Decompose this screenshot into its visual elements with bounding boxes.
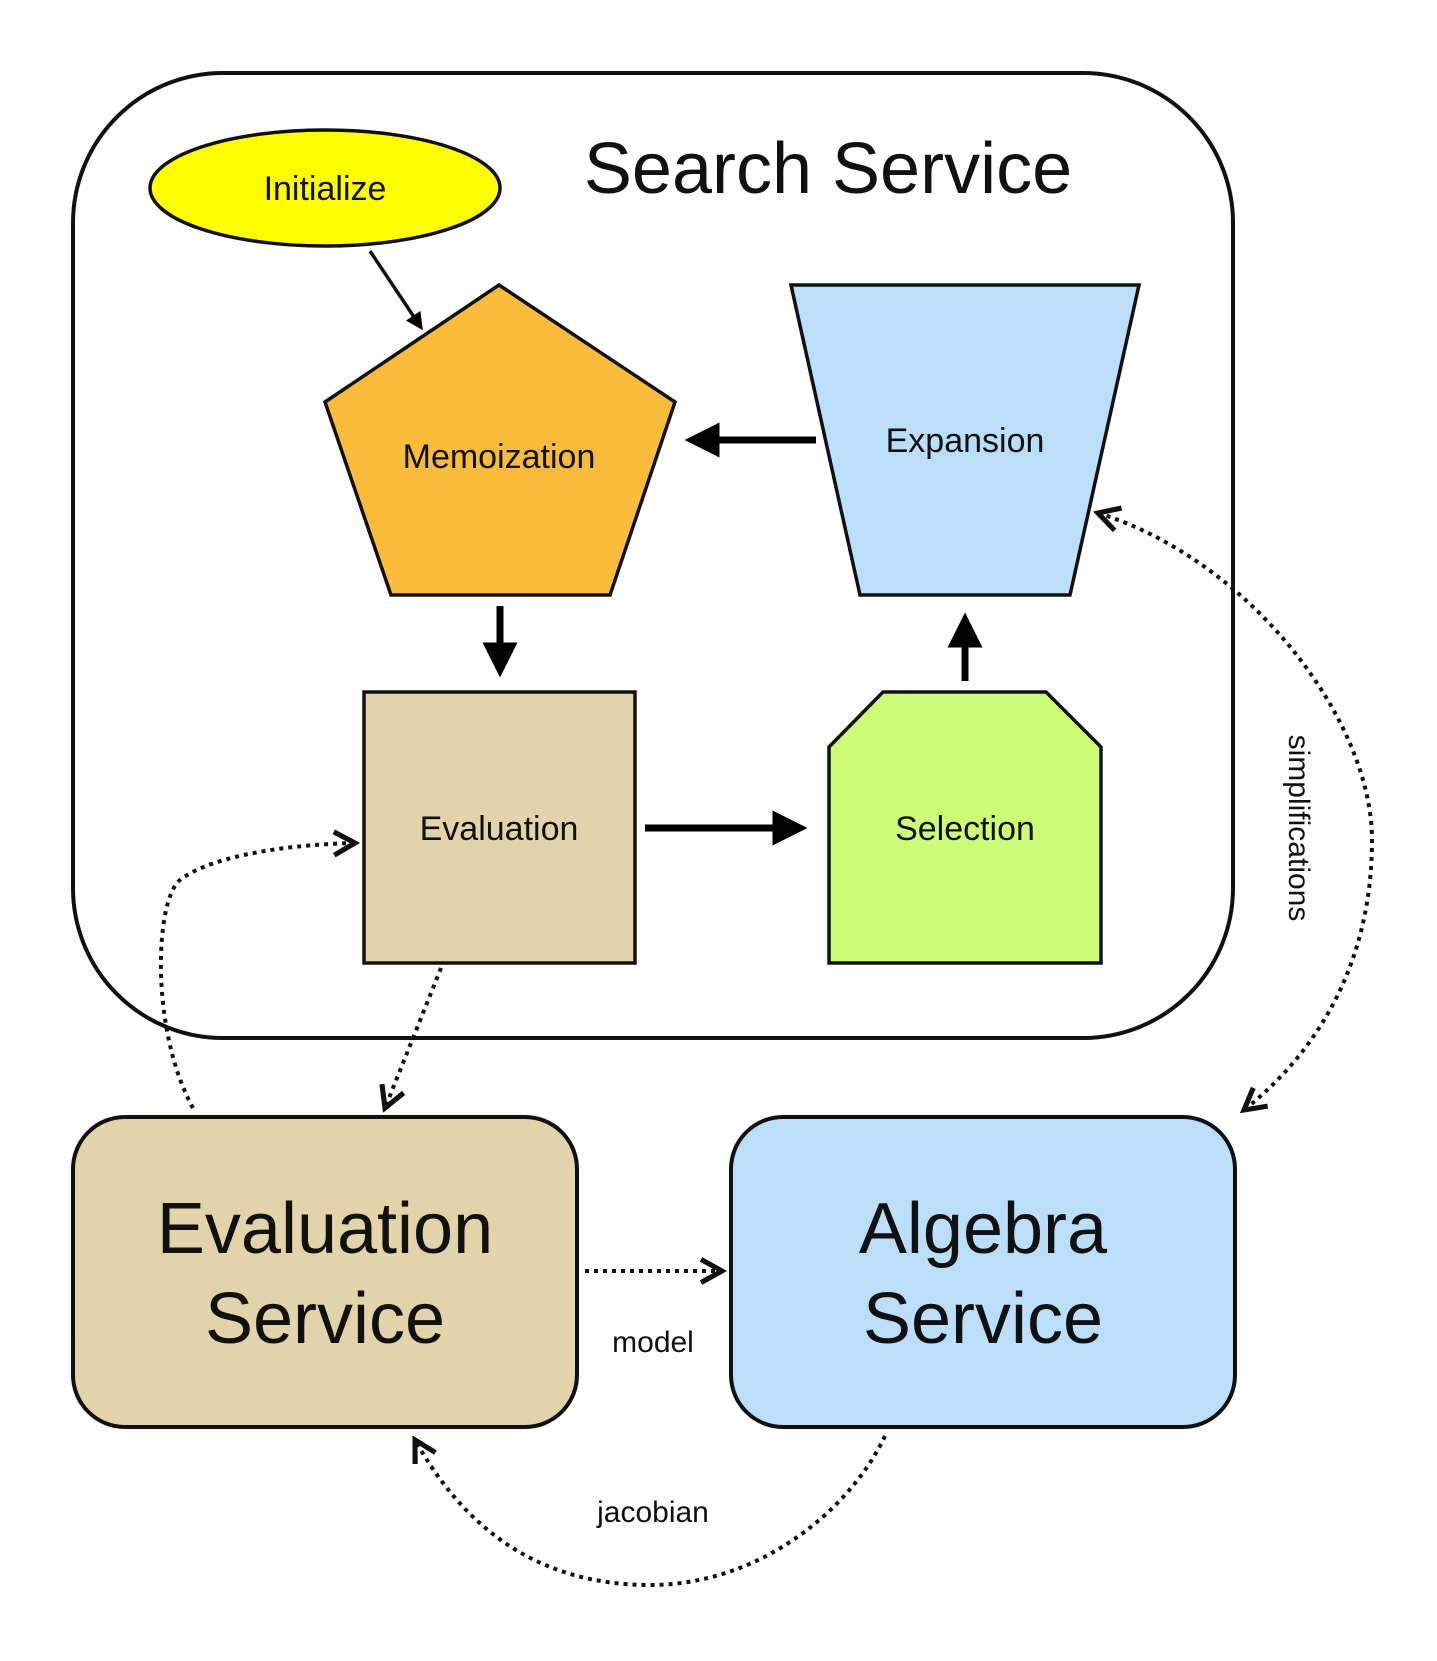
simplifications-label: simplifications (1282, 735, 1315, 922)
memoization-label: Memoization (403, 438, 596, 476)
evaluation-service-title-line2: Service (205, 1279, 445, 1359)
evaluation-to-evaluation-service-dotted-arrow (385, 967, 443, 1108)
jacobian-label: jacobian (596, 1496, 709, 1529)
initialize-to-memoization-arrow (368, 250, 423, 331)
evaluation-service-title-line1: Evaluation (157, 1189, 493, 1269)
algebra-service-box[interactable] (729, 1115, 1237, 1429)
evaluation-node[interactable] (362, 690, 637, 965)
selection-label: Selection (895, 810, 1035, 848)
evaluation-service-to-evaluation-dotted-arrow (159, 843, 355, 1109)
expansion-label: Expansion (886, 422, 1045, 460)
evaluation-label: Evaluation (420, 810, 579, 848)
evaluation-service-box[interactable] (71, 1115, 579, 1429)
algebra-service-title-line1: Algebra (859, 1189, 1108, 1269)
initialize-node[interactable] (148, 128, 502, 248)
expansion-node[interactable] (788, 283, 1142, 597)
jacobian-dotted-arrow (415, 1435, 887, 1588)
model-label: model (612, 1326, 694, 1359)
memoization-node[interactable] (322, 282, 678, 597)
initialize-label: Initialize (264, 170, 387, 208)
algebra-service-title-line2: Service (863, 1279, 1103, 1359)
simplifications-dotted-arrow (1098, 513, 1375, 1110)
search-service-title: Search Service (584, 129, 1072, 209)
